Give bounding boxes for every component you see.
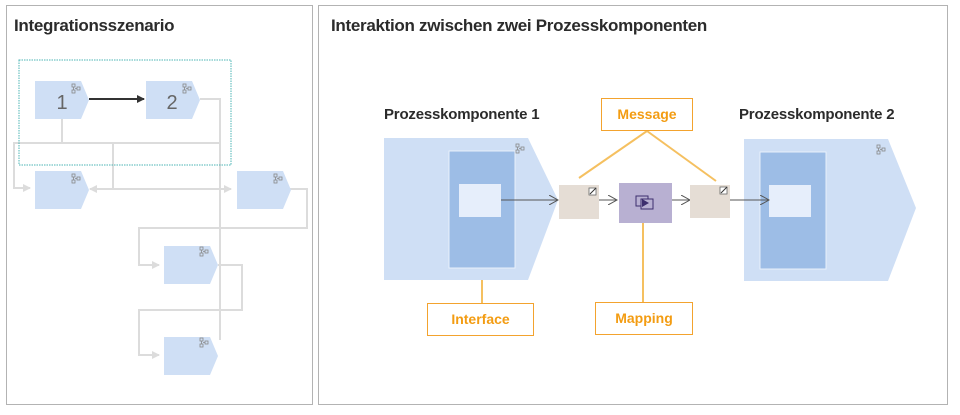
interface-operation[interactable] [459, 184, 501, 217]
process-node-2[interactable]: 2 [146, 81, 200, 119]
process-node-4[interactable] [237, 171, 291, 209]
node-label: 1 [56, 92, 67, 114]
process-component-2[interactable] [744, 139, 916, 281]
connectors [13, 98, 308, 359]
callout-lines [481, 130, 717, 307]
process-component-1-label: Prozesskomponente 1 [384, 106, 540, 123]
mapping-box[interactable] [619, 183, 672, 223]
interface-operation[interactable] [769, 185, 811, 217]
panel-title: Interaktion zwischen zwei Prozesskompone… [331, 16, 707, 35]
message-box-in[interactable] [690, 185, 730, 218]
selection-frame[interactable] [18, 59, 232, 166]
edit-icon [719, 186, 728, 195]
edit-icon [588, 187, 597, 196]
panel-title: Integrationsszenario [14, 16, 175, 35]
interaction-panel: Interaktion zwischen zwei Prozesskompone… [318, 5, 948, 405]
process-node-5[interactable] [164, 246, 218, 284]
process-node-6[interactable] [164, 337, 218, 375]
message-box-out[interactable] [559, 185, 599, 219]
interface-callout: Interface [427, 303, 534, 336]
message-callout: Message [601, 98, 693, 131]
mapping-callout: Mapping [595, 302, 693, 335]
process-node-3[interactable] [35, 171, 89, 209]
process-node-1[interactable]: 1 [35, 81, 89, 119]
mapping-icon [635, 195, 654, 210]
node-label: 2 [166, 92, 177, 114]
process-component-2-label: Prozesskomponente 2 [739, 106, 895, 123]
process-component-1[interactable] [384, 138, 558, 280]
